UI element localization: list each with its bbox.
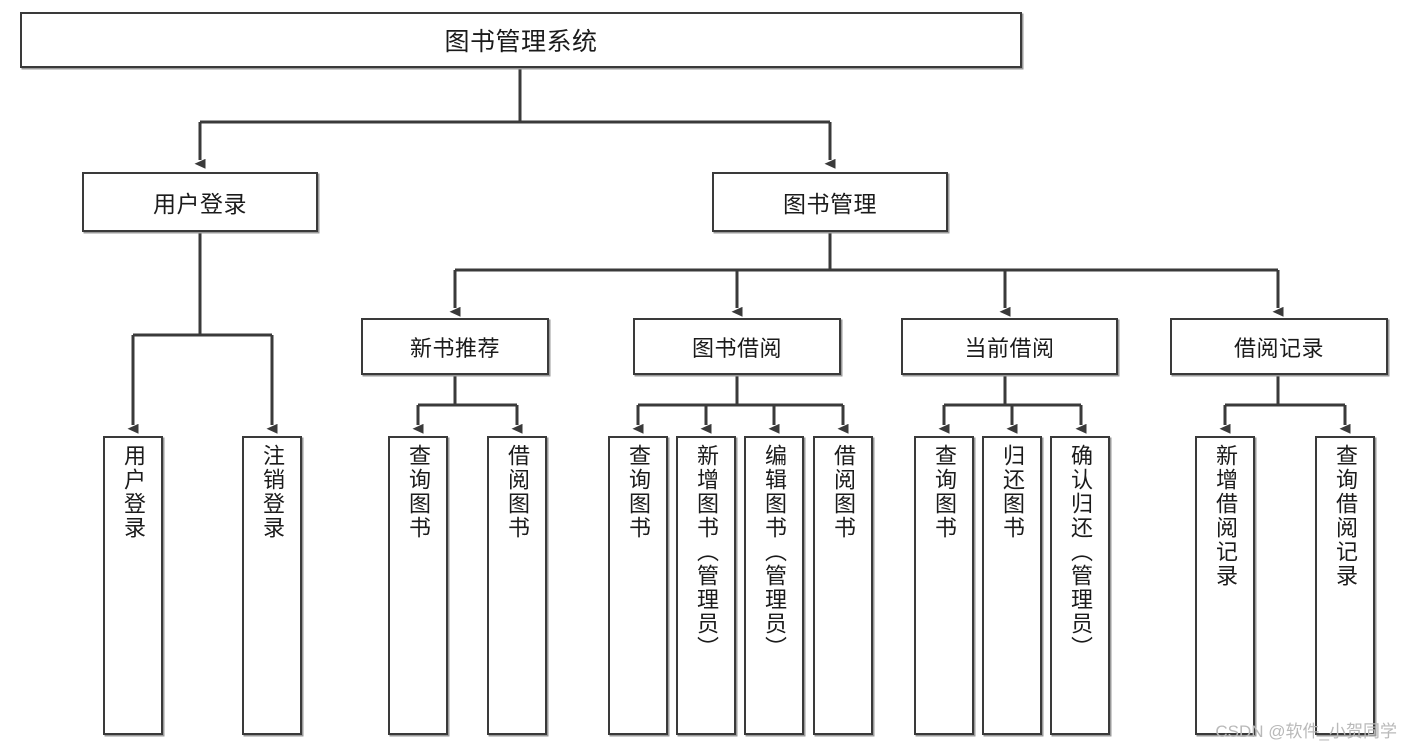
leaf-borrow-add-book[interactable]: 新增图书（管理员）	[676, 436, 736, 735]
leaf-borrow-borrow-book[interactable]: 借阅图书	[813, 436, 873, 735]
node-book-borrow[interactable]: 图书借阅	[633, 318, 841, 375]
watermark-text: CSDN @软件_小贺同学	[1215, 722, 1397, 741]
leaf-recommend-query-book-label: 查询图书	[405, 444, 431, 540]
node-book-management-label: 图书管理	[783, 191, 877, 217]
leaf-current-confirm-return[interactable]: 确认归还（管理员）	[1050, 436, 1110, 735]
node-new-book-recommend[interactable]: 新书推荐	[361, 318, 549, 375]
leaf-user-login-logout[interactable]: 注销登录	[242, 436, 302, 735]
node-user-login[interactable]: 用户登录	[82, 172, 318, 232]
leaf-user-login-login[interactable]: 用户登录	[103, 436, 163, 735]
node-borrow-record[interactable]: 借阅记录	[1170, 318, 1388, 375]
leaf-user-login-logout-label: 注销登录	[259, 444, 285, 540]
leaf-current-confirm-return-label: 确认归还（管理员）	[1067, 444, 1093, 660]
leaf-current-query-book-label: 查询图书	[931, 444, 957, 540]
node-root-system-label: 图书管理系统	[444, 28, 598, 56]
node-current-borrow-label: 当前借阅	[964, 335, 1055, 361]
leaf-record-query-record-label: 查询借阅记录	[1332, 444, 1358, 588]
leaf-recommend-borrow-book-label: 借阅图书	[504, 444, 530, 540]
leaf-borrow-borrow-book-label: 借阅图书	[830, 444, 856, 540]
leaf-borrow-add-book-label: 新增图书（管理员）	[693, 444, 719, 660]
leaf-borrow-query-book-label: 查询图书	[625, 444, 651, 540]
leaf-user-login-login-label: 用户登录	[120, 444, 146, 540]
leaf-borrow-edit-book-label: 编辑图书（管理员）	[761, 444, 787, 660]
node-user-login-label: 用户登录	[153, 191, 247, 217]
leaf-borrow-query-book[interactable]: 查询图书	[608, 436, 668, 735]
leaf-record-add-record-label: 新增借阅记录	[1212, 444, 1238, 588]
node-current-borrow[interactable]: 当前借阅	[901, 318, 1118, 375]
node-book-management[interactable]: 图书管理	[712, 172, 948, 232]
leaf-record-query-record[interactable]: 查询借阅记录	[1315, 436, 1375, 735]
leaf-recommend-borrow-book[interactable]: 借阅图书	[487, 436, 547, 735]
leaf-current-return-book[interactable]: 归还图书	[982, 436, 1042, 735]
leaf-current-return-book-label: 归还图书	[999, 444, 1025, 540]
node-borrow-record-label: 借阅记录	[1233, 335, 1324, 361]
leaf-record-add-record[interactable]: 新增借阅记录	[1195, 436, 1255, 735]
leaf-recommend-query-book[interactable]: 查询图书	[388, 436, 448, 735]
node-book-borrow-label: 图书借阅	[691, 335, 782, 361]
node-new-book-recommend-label: 新书推荐	[409, 335, 500, 361]
leaf-borrow-edit-book[interactable]: 编辑图书（管理员）	[744, 436, 804, 735]
node-root-system[interactable]: 图书管理系统	[20, 12, 1022, 68]
leaf-current-query-book[interactable]: 查询图书	[914, 436, 974, 735]
